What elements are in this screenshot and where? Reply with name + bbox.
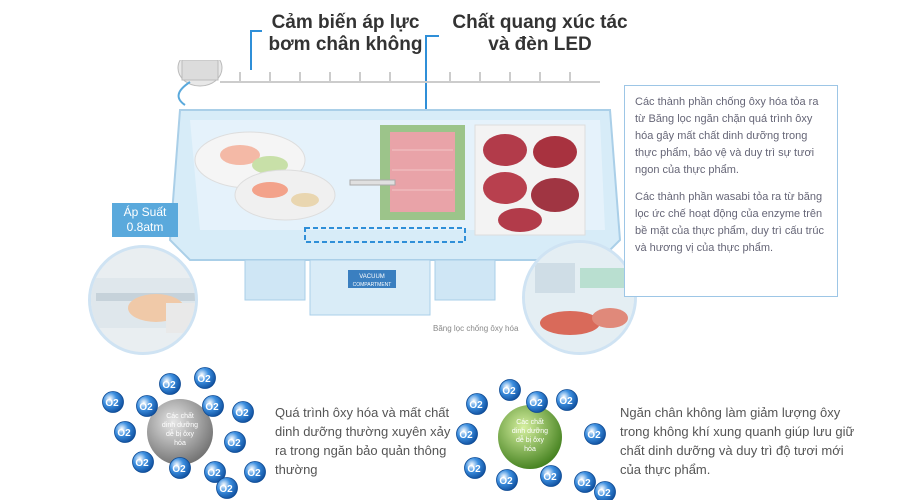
o2-molecule-icon: O2 (464, 457, 486, 479)
o2-label: O2 (139, 402, 153, 413)
o2-molecule-icon: O2 (584, 423, 606, 445)
o2-label: O2 (135, 458, 149, 469)
led-bar (349, 179, 396, 186)
handle-zoom-detail (88, 245, 198, 355)
filter-outline (304, 227, 466, 243)
info-panel: Các thành phần chống ôxy hóa tỏa ra từ B… (624, 85, 838, 297)
callout-line: Chất quang xúc tác (452, 12, 628, 33)
pressure-value: 0.8atm (126, 220, 164, 234)
o2-label: O2 (207, 468, 221, 479)
core-text: hóa (524, 446, 536, 453)
leader-line-sensor-h (250, 30, 262, 32)
vacuum-pump-icon (177, 60, 223, 106)
o2-molecule-icon: O2 (556, 389, 578, 411)
core-text: dễ bị ôxy (516, 435, 545, 444)
o2-label: O2 (172, 464, 186, 475)
pressure-label: Áp Suất (123, 205, 167, 219)
pressure-badge: Áp Suất 0.8atm (112, 203, 178, 237)
core-text: dinh dưỡng (162, 422, 198, 429)
o2-label: O2 (205, 402, 219, 413)
o2-molecule-icon: O2 (496, 469, 518, 491)
core-text: dinh dưỡng (512, 428, 548, 435)
o2-label: O2 (587, 430, 601, 441)
o2-label: O2 (559, 396, 573, 407)
o2-molecule-icon: O2 (102, 391, 124, 413)
o2-label: O2 (499, 476, 513, 487)
o2-label: O2 (467, 464, 481, 475)
o2-molecule-icon: O2 (202, 395, 224, 417)
o2-label: O2 (105, 398, 119, 409)
o2-label: O2 (502, 386, 516, 397)
core-text: hóa (174, 440, 186, 447)
o2-molecule-icon: O2 (499, 379, 521, 401)
o2-molecule-icon: O2 (169, 457, 191, 479)
o2-label: O2 (162, 380, 176, 391)
o2-molecule-icon: O2 (574, 471, 596, 493)
o2-molecule-icon: O2 (132, 451, 154, 473)
o2-molecule-icon: O2 (526, 391, 548, 413)
o2-label: O2 (219, 484, 233, 495)
o2-label: O2 (597, 488, 611, 499)
o2-molecule-icon: O2 (159, 373, 181, 395)
callout-line: bơm chân không (268, 34, 423, 55)
compartment-label-1: VACUUM (359, 274, 385, 280)
photocatalyst-callout: Chất quang xúc tác và đèn LED (440, 12, 640, 56)
o2-molecule-icon: O2 (194, 367, 216, 389)
o2-label: O2 (529, 398, 543, 409)
info-paragraph: Các thành phần wasabi tỏa ra từ băng lọc… (635, 191, 824, 254)
oxidation-cluster-normal: Các chất dinh dưỡng dễ bị ôxy hóa O2O2O2… (102, 367, 266, 499)
o2-label: O2 (469, 400, 483, 411)
food-close-up-icon (525, 243, 634, 352)
o2-molecule-icon: O2 (466, 393, 488, 415)
callout-line: và đèn LED (488, 34, 592, 55)
o2-label: O2 (577, 478, 591, 489)
o2-label: O2 (543, 472, 557, 483)
o2-label: O2 (235, 408, 249, 419)
nutrient-core-green (498, 405, 562, 469)
callout-line: Cảm biến áp lực (271, 12, 420, 33)
core-text: dễ bị ôxy (166, 429, 195, 438)
fish-fillet (380, 125, 465, 220)
compartment-label-2: COMPARTMENT (353, 282, 392, 288)
o2-label: O2 (247, 468, 261, 479)
leader-line-sensor (250, 30, 252, 70)
o2-molecule-icon: O2 (594, 481, 616, 500)
o2-molecule-icon: O2 (232, 401, 254, 423)
vacuum-storage-description: Ngăn chân không làm giảm lượng ôxy trong… (620, 405, 855, 477)
drawer-rail (220, 72, 600, 83)
o2-label: O2 (227, 438, 241, 449)
o2-label: O2 (459, 430, 473, 441)
filter-label: Băng lọc chống ôxy hóa (433, 324, 519, 333)
o2-molecule-icon: O2 (244, 461, 266, 483)
o2-molecule-icon: O2 (224, 431, 246, 453)
meat-steaks (474, 124, 586, 236)
o2-label: O2 (197, 374, 211, 385)
o2-molecule-icon: O2 (216, 477, 238, 499)
vacuum-compartment-illustration: VACUUM COMPARTMENT (168, 60, 622, 316)
seafood-plate (194, 131, 336, 221)
normal-storage-description: Quá trình ôxy hóa và mất chất dinh dưỡng… (275, 405, 451, 477)
food-zoom-detail (522, 240, 637, 355)
o2-molecule-icon: O2 (456, 423, 478, 445)
hand-opening-drawer-icon (91, 278, 195, 333)
pressure-sensor-callout: Cảm biến áp lực bơm chân không (258, 12, 433, 56)
o2-molecule-icon: O2 (136, 395, 158, 417)
o2-molecule-icon: O2 (204, 461, 226, 483)
o2-molecule-icon: O2 (114, 421, 136, 443)
info-paragraph: Các thành phần chống ôxy hóa tỏa ra từ B… (635, 96, 819, 176)
o2-molecule-icon: O2 (540, 465, 562, 487)
leader-line-led-h (425, 35, 439, 37)
core-text: Các chất (516, 417, 544, 426)
nutrient-core-gray (147, 399, 213, 465)
o2-label: O2 (117, 428, 131, 439)
compartment-badge (348, 270, 396, 288)
core-text: Các chất (166, 411, 194, 420)
